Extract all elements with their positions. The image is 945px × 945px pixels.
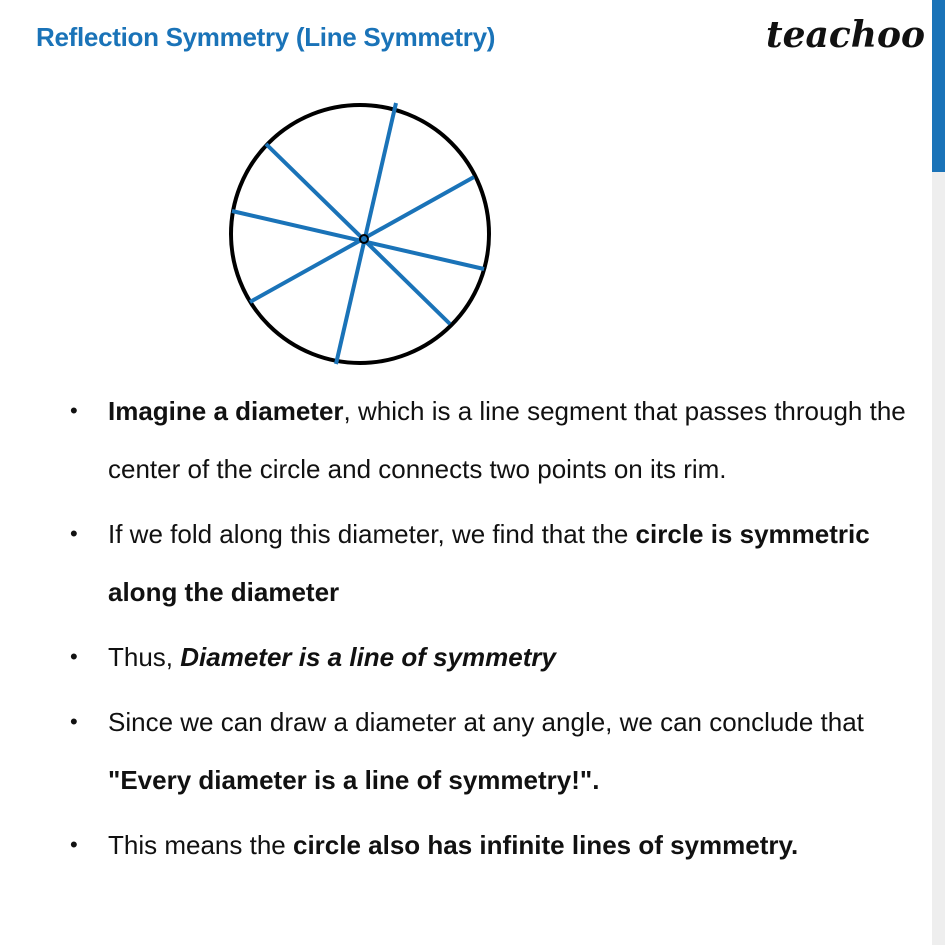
bullet-text-part: circle is symmetric along the diameter <box>108 519 870 607</box>
circle-diagram <box>229 102 491 365</box>
bullet-item: • Imagine a diameter, which is a line seg… <box>0 382 930 498</box>
bullet-dot-icon: • <box>70 521 78 546</box>
bullet-dot-icon: • <box>70 644 78 669</box>
bullet-dot-icon: • <box>70 709 78 734</box>
bullet-text-part: Imagine a diameter <box>108 396 344 426</box>
bullet-text-part: circle also has infinite lines of symmet… <box>292 830 799 860</box>
bullet-list: • Imagine a diameter, which is a line seg… <box>0 382 930 881</box>
bullet-text-part: Since we can draw a diameter at any angl… <box>108 707 864 737</box>
bullet-item: • Since we can draw a diameter at any ang… <box>0 693 930 809</box>
teachoo-logo: teachoo <box>766 14 925 56</box>
bullet-text-part: , which is a line segment that passes th… <box>108 396 906 484</box>
diameter-line-4 <box>249 175 475 304</box>
bullet-item: • If we fold along this diameter, we find… <box>0 505 930 621</box>
scroll-thumb[interactable] <box>932 0 945 172</box>
page-title: Reflection Symmetry (Line Symmetry) <box>36 22 496 52</box>
center-point <box>359 234 369 244</box>
bullet-item: • This means the circle also has infinite… <box>0 816 930 874</box>
bullet-dot-icon: • <box>70 832 78 857</box>
circle-outline <box>229 103 491 365</box>
diameter-line-2 <box>264 142 452 326</box>
bullet-text-part: Diameter is a line of symmetry <box>180 642 556 672</box>
bullet-text-part: If we fold along this diameter, we find … <box>108 519 636 549</box>
bullet-dot-icon: • <box>70 398 78 423</box>
diameter-line-1 <box>334 102 398 365</box>
bullet-text-part: This means the <box>108 830 293 860</box>
bullet-item: • Thus, Diameter is a line of symmetry <box>0 628 930 686</box>
scroll-track[interactable] <box>932 0 945 945</box>
bullet-text-part: "Every diameter is a line of symmetry!". <box>108 765 600 795</box>
bullet-text-part: Thus, <box>108 642 181 672</box>
